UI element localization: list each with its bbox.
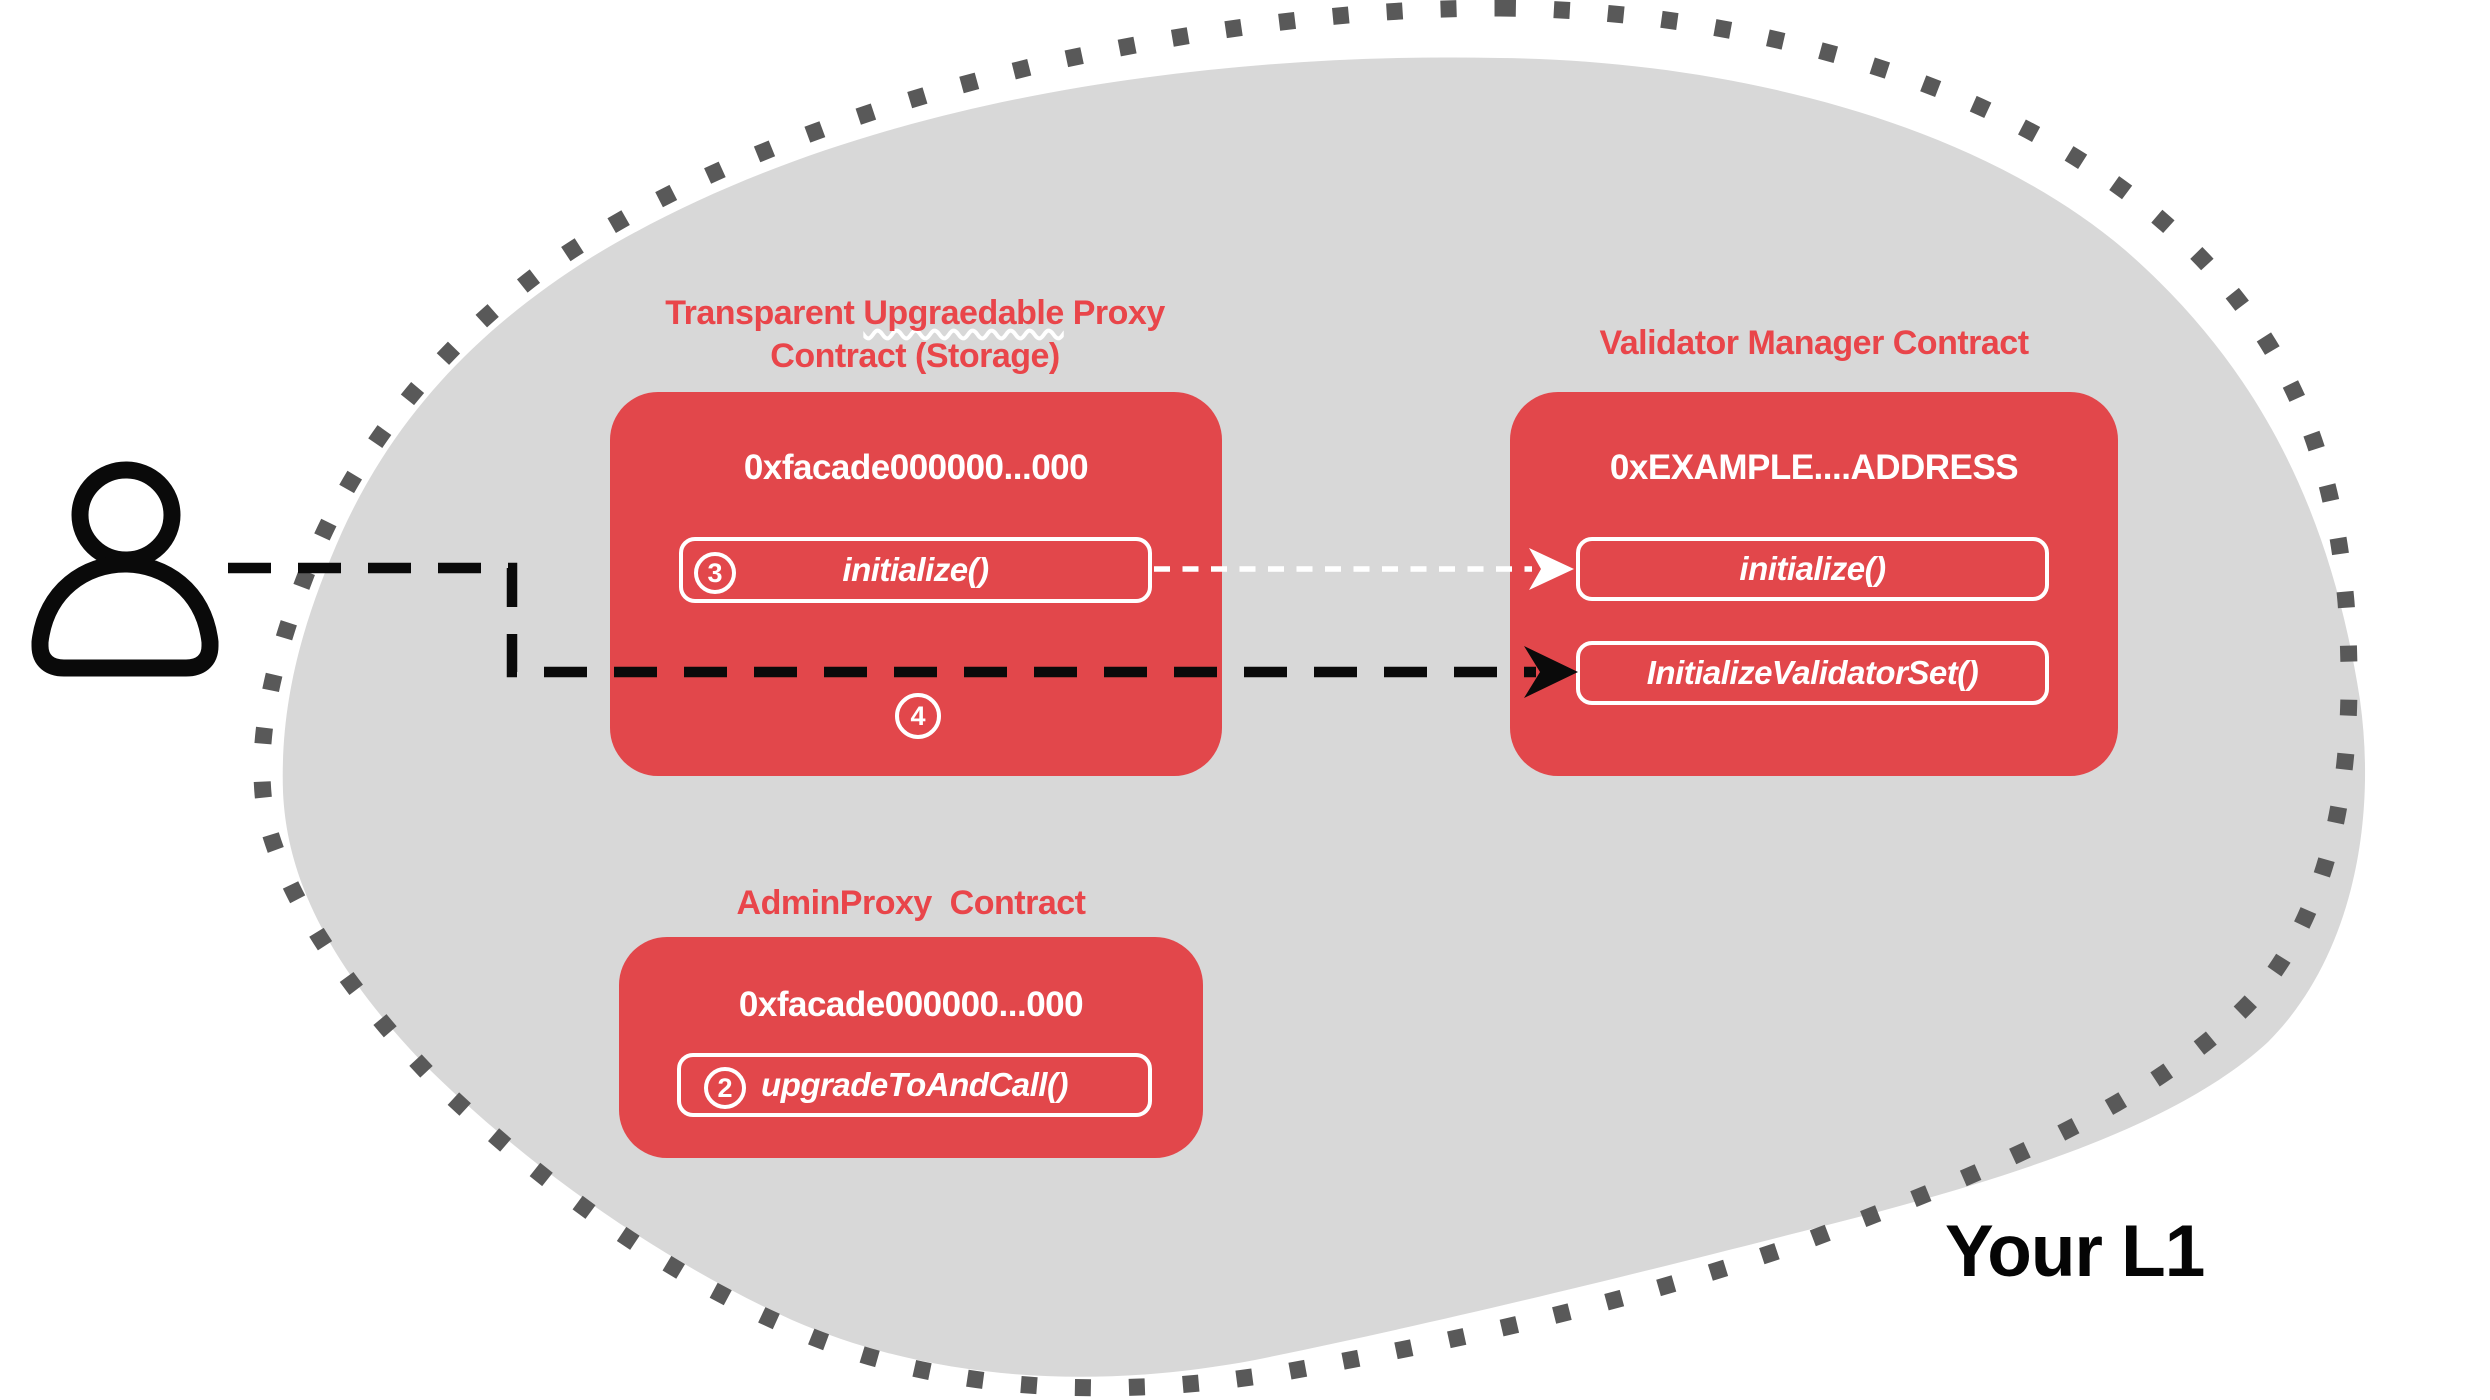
step-2-badge: 2 [704, 1067, 746, 1109]
validator-manager-address: 0xEXAMPLE....ADDRESS [1609, 448, 2019, 487]
proxy-title-line2: Contract (Storage) [770, 337, 1060, 375]
upgrade-to-and-call-method-label: upgradeToAndCall() [761, 1066, 1068, 1103]
initialize-validator-set-method-pill: InitializeValidatorSet() [1576, 641, 2049, 705]
proxy-title-suffix: Proxy [1063, 294, 1166, 332]
initialize-method-pill: 3 initialize() [679, 537, 1152, 603]
validator-manager-title: Validator Manager Contract [1599, 324, 2029, 362]
admin-proxy-box: 0xfacade000000...000 2 upgradeToAndCall(… [619, 937, 1203, 1158]
validator-initialize-method-label: initialize() [1739, 550, 1886, 587]
initialize-method-label: initialize() [842, 551, 989, 588]
proxy-title-prefix: Transparent [665, 294, 864, 332]
region-label: Your L1 [1945, 1211, 2205, 1292]
step-4-badge: 4 [895, 693, 941, 739]
step-3-badge: 3 [694, 552, 736, 594]
validator-initialize-method-pill: initialize() [1576, 537, 2049, 601]
l1-blob-dotted-border [253, 0, 2358, 1397]
proxy-title-misspelled-word: Upgraedable [863, 294, 1064, 332]
admin-proxy-title: AdminProxy Contract [736, 884, 1086, 922]
initialize-validator-set-method-label: InitializeValidatorSet() [1646, 654, 1979, 691]
proxy-contract-box: 0xfacade000000...000 3 initialize() 4 [610, 392, 1222, 776]
proxy-contract-address: 0xfacade000000...000 [743, 448, 1089, 487]
admin-proxy-address: 0xfacade000000...000 [738, 985, 1084, 1024]
upgrade-to-and-call-method-pill: 2 upgradeToAndCall() [677, 1053, 1152, 1117]
validator-manager-box: 0xEXAMPLE....ADDRESS initialize() Initia… [1510, 392, 2118, 776]
